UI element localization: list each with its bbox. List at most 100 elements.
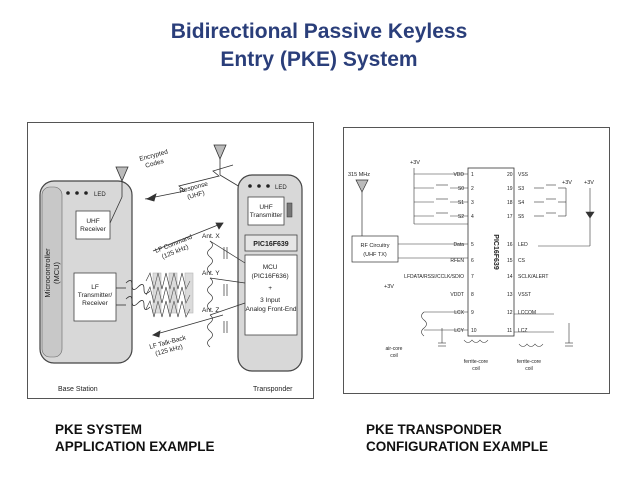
pke-transponder-svg: 315 MHz +3V PIC16F639 VDD 1 S0 2 S1 3 S2 4 D… <box>348 160 595 372</box>
ant-x-label: Ant. X <box>202 233 220 240</box>
left-switch-icons <box>413 168 468 225</box>
svg-text:LCCOM: LCCOM <box>518 310 536 316</box>
svg-text:11: 11 <box>507 328 512 334</box>
svg-text:S0: S0 <box>458 186 464 192</box>
pic16f639-chip <box>467 167 515 337</box>
rf-circuitry-label: RF Circuitry(UHF TX) <box>360 243 389 258</box>
pke-transponder-schematic: 315 MHz +3V PIC16F639 VDD 1 S0 2 S1 3 S2 4 D… <box>343 127 610 394</box>
left-caption: PKE SYSTEM APPLICATION EXAMPLE <box>55 421 215 455</box>
base-led-label: LED <box>94 192 106 198</box>
rf-circuitry-block <box>351 235 399 263</box>
transponder-label: Transponder <box>253 386 293 393</box>
svg-text:VSST: VSST <box>518 292 531 298</box>
svg-text:RFEN: RFEN <box>450 258 464 264</box>
uhf-transmitter-block <box>247 196 285 226</box>
lf-command-label: LF Command(125 kHz) <box>154 233 196 262</box>
svg-text:3: 3 <box>471 200 474 206</box>
svg-text:13: 13 <box>507 292 513 298</box>
svg-text:CS: CS <box>518 258 526 264</box>
slide-title-line2: Entry (PKE) System <box>220 48 418 71</box>
base-lf-coil-icon <box>116 280 151 310</box>
right-switch-icons <box>534 184 595 247</box>
uhf-receiver-block <box>75 210 111 240</box>
right-caption: PKE TRANSPONDER CONFIGURATION EXAMPLE <box>366 421 548 455</box>
slide-title-line1: Bidirectional Passive Keyless <box>170 20 468 43</box>
svg-text:VDDT: VDDT <box>450 292 464 298</box>
freq-label: 315 MHz <box>348 172 370 178</box>
vdd-supply-right1: +3V <box>562 180 572 186</box>
slide-title: Bidirectional Passive Keyless Entry (PKE… <box>0 18 638 74</box>
svg-text:LCX: LCX <box>454 310 464 316</box>
svg-text:LED: LED <box>518 242 528 248</box>
lf-wave-bursts-icon <box>145 272 194 318</box>
rf-antenna-icon <box>355 179 369 236</box>
svg-text:9: 9 <box>471 310 474 316</box>
svg-text:19: 19 <box>507 186 513 192</box>
response-label: Response(UHF) <box>179 180 212 202</box>
svg-text:S4: S4 <box>518 200 524 206</box>
ant-y-label: Ant. Y <box>202 270 220 277</box>
encrypted-codes-label: EncryptedCodes <box>139 148 172 170</box>
svg-text:5: 5 <box>471 242 474 248</box>
svg-text:2: 2 <box>471 186 474 192</box>
svg-text:S1: S1 <box>458 200 464 206</box>
three-axis-coils-icon <box>207 240 246 348</box>
signal-arrows <box>144 164 234 338</box>
right-caption-line1: PKE TRANSPONDER <box>366 422 502 437</box>
antenna-coils-icon <box>421 311 573 347</box>
vdd-supply-left: +3V <box>410 160 420 166</box>
left-caption-line1: PKE SYSTEM <box>55 422 143 437</box>
svg-text:17: 17 <box>507 214 513 220</box>
transponder-battery-icon <box>286 202 293 218</box>
left-caption-line2: APPLICATION EXAMPLE <box>55 439 215 454</box>
mcu-afe-label: MCU (PIC16F636) + 3 Input Analog Front-E… <box>246 264 297 313</box>
svg-text:S5: S5 <box>518 214 524 220</box>
svg-text:8: 8 <box>471 292 474 298</box>
svg-text:14: 14 <box>507 274 513 280</box>
svg-text:Data: Data <box>453 242 464 248</box>
svg-text:12: 12 <box>507 310 513 316</box>
svg-text:4: 4 <box>471 214 474 220</box>
chip-name-label: PIC16F639 <box>492 234 499 270</box>
svg-text:S2: S2 <box>458 214 464 220</box>
svg-text:LCZ: LCZ <box>518 328 527 334</box>
svg-text:S3: S3 <box>518 186 524 192</box>
svg-text:7: 7 <box>471 274 474 280</box>
base-led-icons <box>66 191 88 195</box>
microcontroller-block <box>41 186 63 358</box>
svg-text:LCY: LCY <box>454 328 464 334</box>
vdd-supply-right2: +3V <box>584 180 594 186</box>
svg-text:10: 10 <box>471 328 477 334</box>
svg-text:15: 15 <box>507 258 513 264</box>
pic-top-block <box>244 234 298 252</box>
svg-text:20: 20 <box>507 172 513 178</box>
pic-top-label: PIC16F639 <box>253 241 289 248</box>
svg-text:6: 6 <box>471 258 474 264</box>
svg-text:1: 1 <box>471 172 474 178</box>
lf-transmitter-block <box>73 272 117 322</box>
transponder-led-icons <box>248 184 270 188</box>
svg-text:VSS: VSS <box>518 172 529 178</box>
lf-supply-label: +3V <box>384 284 394 290</box>
ant-z-label: Ant. Z <box>202 307 219 314</box>
svg-text:18: 18 <box>507 200 513 206</box>
lf-talkback-label: LF Talk-Back(125 kHz) <box>149 334 190 358</box>
svg-text:SCLK/ALERT: SCLK/ALERT <box>518 274 548 280</box>
microcontroller-label: Microcontroller(MCU) <box>43 248 61 298</box>
transponder-led-label: LED <box>275 185 287 191</box>
base-antenna-icon <box>109 166 129 224</box>
rf-connections <box>398 243 468 259</box>
base-station-label: Base Station <box>58 386 98 393</box>
mcu-afe-block <box>244 254 298 336</box>
svg-text:LFDATA/RSSI/CCLK/SDIO: LFDATA/RSSI/CCLK/SDIO <box>404 274 464 280</box>
svg-text:VDD: VDD <box>453 172 464 178</box>
